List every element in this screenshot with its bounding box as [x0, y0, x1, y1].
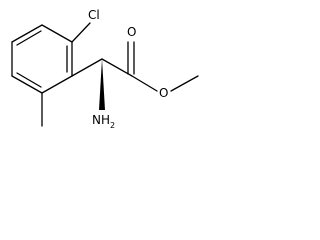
wedge-bond-alpha-to-amine — [99, 59, 105, 110]
bond-ring-to-alpha-carbon — [71, 58, 103, 77]
bond-ring-to-chlorine — [71, 22, 91, 43]
ring-bond-c2-c3 — [41, 24, 73, 43]
ring-bond-c3-c4 — [11, 24, 43, 43]
carbonyl-oxygen-label: O — [127, 25, 136, 39]
ether-oxygen-label: O — [159, 86, 168, 100]
benzene-ring — [11, 24, 73, 94]
ring-bond-c5-c6 — [11, 75, 43, 94]
molecule-structure-drawing: Cl O O NH 2 — [11, 8, 199, 130]
bond-alpha-to-carbonyl-carbon — [101, 58, 133, 77]
ring-bond-c6-c1 — [41, 75, 73, 94]
chlorine-label: Cl — [88, 8, 100, 22]
amine-label: NH — [92, 113, 110, 127]
bond-carbonyl-to-ether-oxygen — [131, 75, 158, 92]
ring-bond-c3-c4-inner — [16, 30, 42, 46]
amine-subscript-label: 2 — [110, 121, 115, 130]
bond-ether-oxygen-to-methyl — [170, 75, 199, 92]
ring-bond-c5-c6-inner — [16, 72, 42, 88]
